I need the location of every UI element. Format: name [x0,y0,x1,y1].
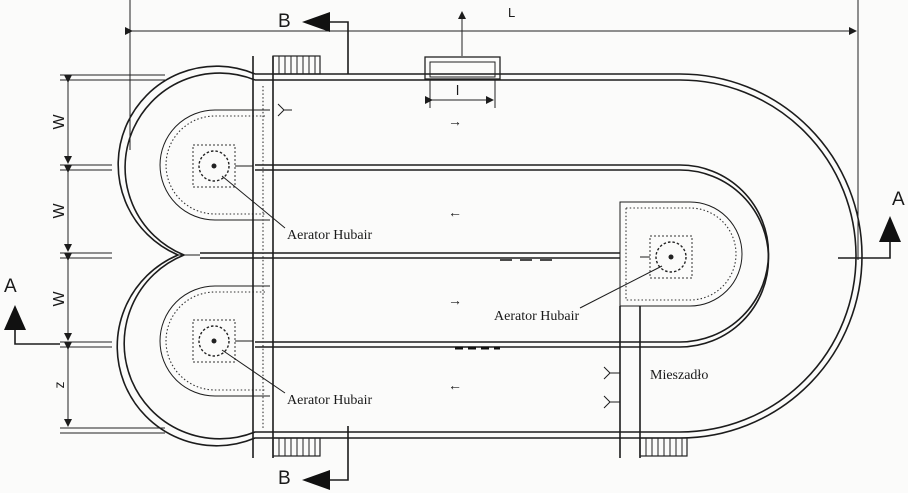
aerator-label: Aerator Hubair [287,393,372,408]
leader-line [221,349,286,394]
aerator-rotor-icon [192,319,253,363]
section-marker-a-left [4,305,60,345]
aerator-label: Aerator Hubair [494,309,579,324]
section-marker-b-top [302,12,349,74]
aerator-rotor-icon [640,235,693,279]
dimension-label-width: W [51,114,68,130]
section-label-a-right: A [892,189,905,210]
aerator-platform-bottom-left [159,285,270,397]
section-marker-b-bottom [302,426,349,490]
mixer-icon [277,103,620,409]
flow-arrow: ← [448,204,462,220]
aerator-label: Aerator Hubair [287,228,372,243]
dimension-label-z: z [51,382,67,389]
grate-top [272,55,321,75]
mixer-label: Mieszadło [650,368,708,383]
aerator-rotor-icon [192,144,253,188]
bridge-right [619,306,641,458]
tank-outer-wall [116,65,863,447]
dimension-label-small-length: l [456,82,459,98]
section-label-b-top: B [278,11,291,32]
flow-arrow: → [448,292,462,308]
dimension-widths [60,74,165,434]
channel-dividers [200,164,770,350]
flow-arrow: → [448,113,462,129]
dimension-label-length: L [508,5,515,20]
section-label-a-left: A [4,276,17,297]
aerator-platform-top-left [159,109,270,221]
grate-bottom-right [639,437,688,457]
aerator-platform-right [619,201,743,307]
leader-line [221,175,286,229]
dimension-label-width: W [51,203,68,219]
bridge-left [252,56,274,458]
dimension-length [125,0,859,260]
flow-arrow: ← [448,377,462,393]
weir-outlet [424,11,501,108]
section-marker-a-right [838,216,901,259]
dimension-label-width: W [51,291,68,307]
leader-line [579,265,663,309]
section-label-b-bottom: B [278,468,291,489]
grate-bottom-left [272,437,321,457]
